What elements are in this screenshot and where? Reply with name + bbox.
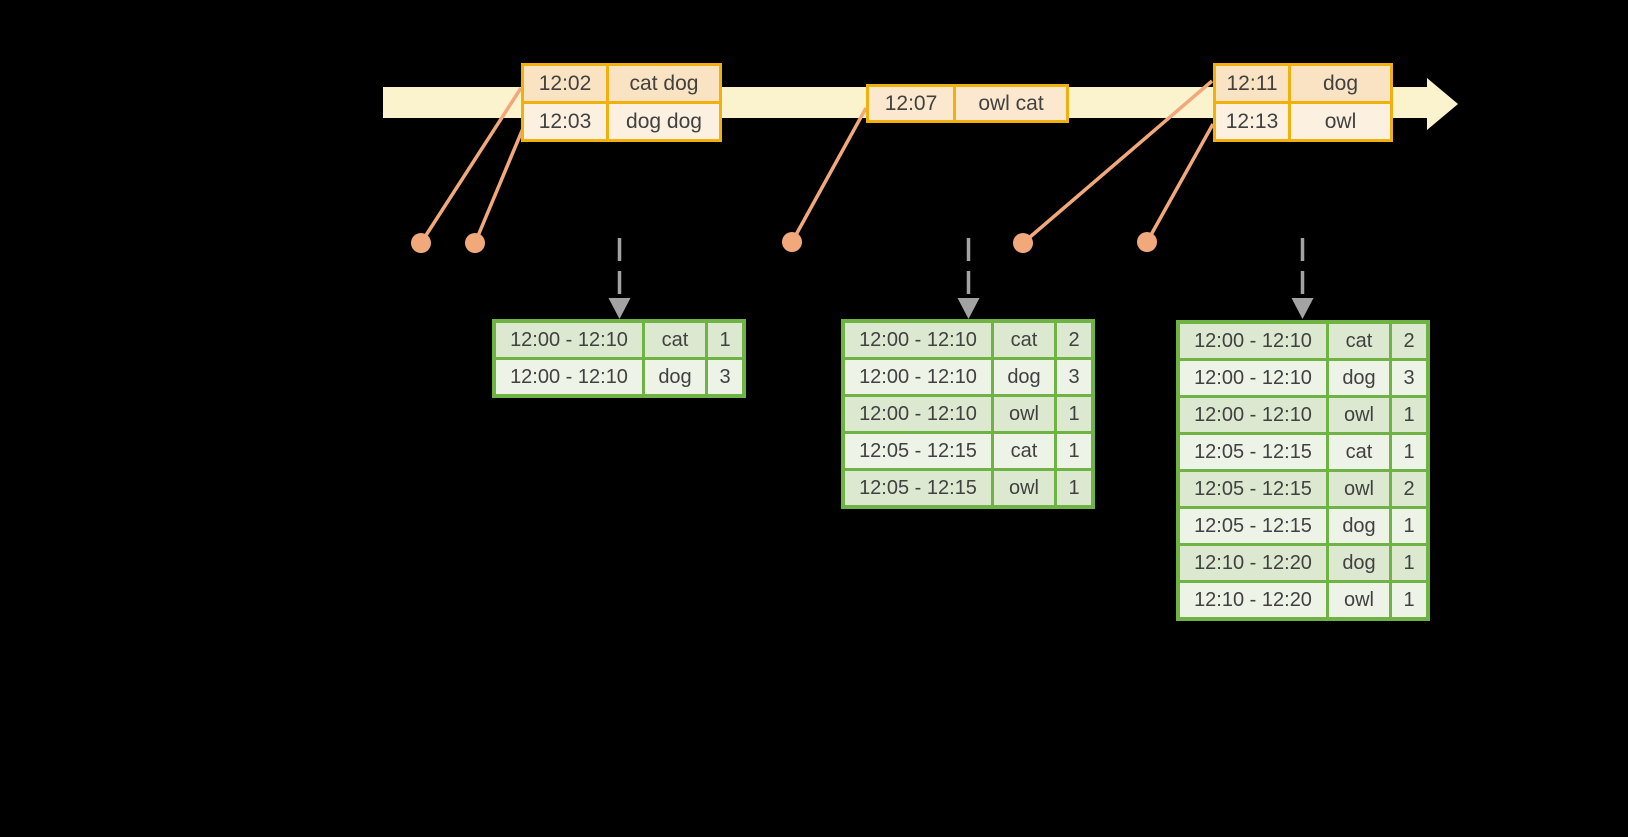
result-table-3: 12:00 - 12:10 cat 2 12:00 - 12:10 dog 3 … bbox=[1176, 320, 1430, 621]
word-cell: owl bbox=[1329, 472, 1389, 506]
event-dot-5 bbox=[1137, 232, 1157, 252]
event-time-cell: 12:02 bbox=[524, 66, 606, 101]
word-cell: dog bbox=[994, 360, 1054, 394]
count-cell: 3 bbox=[708, 360, 742, 394]
event-time-cell: 12:07 bbox=[869, 87, 953, 120]
window-cell: 12:00 - 12:10 bbox=[1180, 361, 1326, 395]
word-cell: dog bbox=[1329, 546, 1389, 580]
event-connector-line-5 bbox=[1145, 123, 1215, 243]
count-cell: 1 bbox=[1057, 397, 1091, 431]
event-time-cell: 12:13 bbox=[1216, 104, 1288, 139]
word-cell: owl bbox=[994, 471, 1054, 505]
word-cell: owl bbox=[994, 397, 1054, 431]
count-cell: 1 bbox=[1392, 583, 1426, 617]
window-cell: 12:00 - 12:10 bbox=[1180, 324, 1326, 358]
event-time-cell: 12:11 bbox=[1216, 66, 1288, 101]
event-dot-2 bbox=[465, 233, 485, 253]
count-cell: 1 bbox=[1057, 471, 1091, 505]
word-cell: cat bbox=[994, 323, 1054, 357]
event-dot-1 bbox=[411, 233, 431, 253]
event-words-cell: dog bbox=[1291, 66, 1390, 101]
event-words-cell: owl cat bbox=[956, 87, 1066, 120]
word-cell: owl bbox=[1329, 583, 1389, 617]
result-table-1: 12:00 - 12:10 cat 1 12:00 - 12:10 dog 3 bbox=[492, 319, 746, 398]
window-cell: 12:00 - 12:10 bbox=[845, 397, 991, 431]
word-cell: owl bbox=[1329, 398, 1389, 432]
trigger-arrow-head-icon-2 bbox=[957, 298, 980, 319]
count-cell: 2 bbox=[1392, 324, 1426, 358]
word-cell: cat bbox=[645, 323, 705, 357]
event-time-axis-arrowhead-icon bbox=[1427, 78, 1458, 130]
window-cell: 12:05 - 12:15 bbox=[1180, 472, 1326, 506]
event-words-cell: cat dog bbox=[609, 66, 719, 101]
count-cell: 3 bbox=[1057, 360, 1091, 394]
event-connector-line-2 bbox=[473, 125, 526, 244]
event-connector-line-3 bbox=[790, 107, 868, 243]
window-cell: 12:05 - 12:15 bbox=[1180, 509, 1326, 543]
event-table-2: 12:07 owl cat bbox=[866, 84, 1069, 123]
trigger-arrow-head-icon-1 bbox=[608, 298, 631, 319]
count-cell: 1 bbox=[1057, 434, 1091, 468]
count-cell: 1 bbox=[1392, 546, 1426, 580]
window-cell: 12:05 - 12:15 bbox=[845, 471, 991, 505]
count-cell: 1 bbox=[708, 323, 742, 357]
event-table-3: 12:11 dog 12:13 owl bbox=[1213, 63, 1393, 142]
event-table-1: 12:02 cat dog 12:03 dog dog bbox=[521, 63, 722, 142]
count-cell: 2 bbox=[1057, 323, 1091, 357]
event-words-cell: dog dog bbox=[609, 104, 719, 139]
event-words-cell: owl bbox=[1291, 104, 1390, 139]
count-cell: 3 bbox=[1392, 361, 1426, 395]
trigger-arrow-head-icon-3 bbox=[1291, 298, 1314, 319]
word-cell: dog bbox=[1329, 361, 1389, 395]
window-cell: 12:00 - 12:10 bbox=[496, 360, 642, 394]
event-dot-3 bbox=[782, 232, 802, 252]
window-cell: 12:05 - 12:15 bbox=[845, 434, 991, 468]
count-cell: 2 bbox=[1392, 472, 1426, 506]
event-time-cell: 12:03 bbox=[524, 104, 606, 139]
window-cell: 12:00 - 12:10 bbox=[496, 323, 642, 357]
count-cell: 1 bbox=[1392, 435, 1426, 469]
word-cell: dog bbox=[645, 360, 705, 394]
event-connector-line-1 bbox=[419, 87, 523, 244]
window-cell: 12:10 - 12:20 bbox=[1180, 583, 1326, 617]
window-cell: 12:00 - 12:10 bbox=[845, 360, 991, 394]
word-cell: dog bbox=[1329, 509, 1389, 543]
window-cell: 12:10 - 12:20 bbox=[1180, 546, 1326, 580]
event-connector-line-4 bbox=[1021, 79, 1214, 245]
word-cell: cat bbox=[1329, 435, 1389, 469]
word-cell: cat bbox=[994, 434, 1054, 468]
event-dot-4 bbox=[1013, 233, 1033, 253]
window-cell: 12:00 - 12:10 bbox=[845, 323, 991, 357]
word-cell: cat bbox=[1329, 324, 1389, 358]
count-cell: 1 bbox=[1392, 398, 1426, 432]
result-table-2: 12:00 - 12:10 cat 2 12:00 - 12:10 dog 3 … bbox=[841, 319, 1095, 509]
count-cell: 1 bbox=[1392, 509, 1426, 543]
window-cell: 12:05 - 12:15 bbox=[1180, 435, 1326, 469]
window-cell: 12:00 - 12:10 bbox=[1180, 398, 1326, 432]
